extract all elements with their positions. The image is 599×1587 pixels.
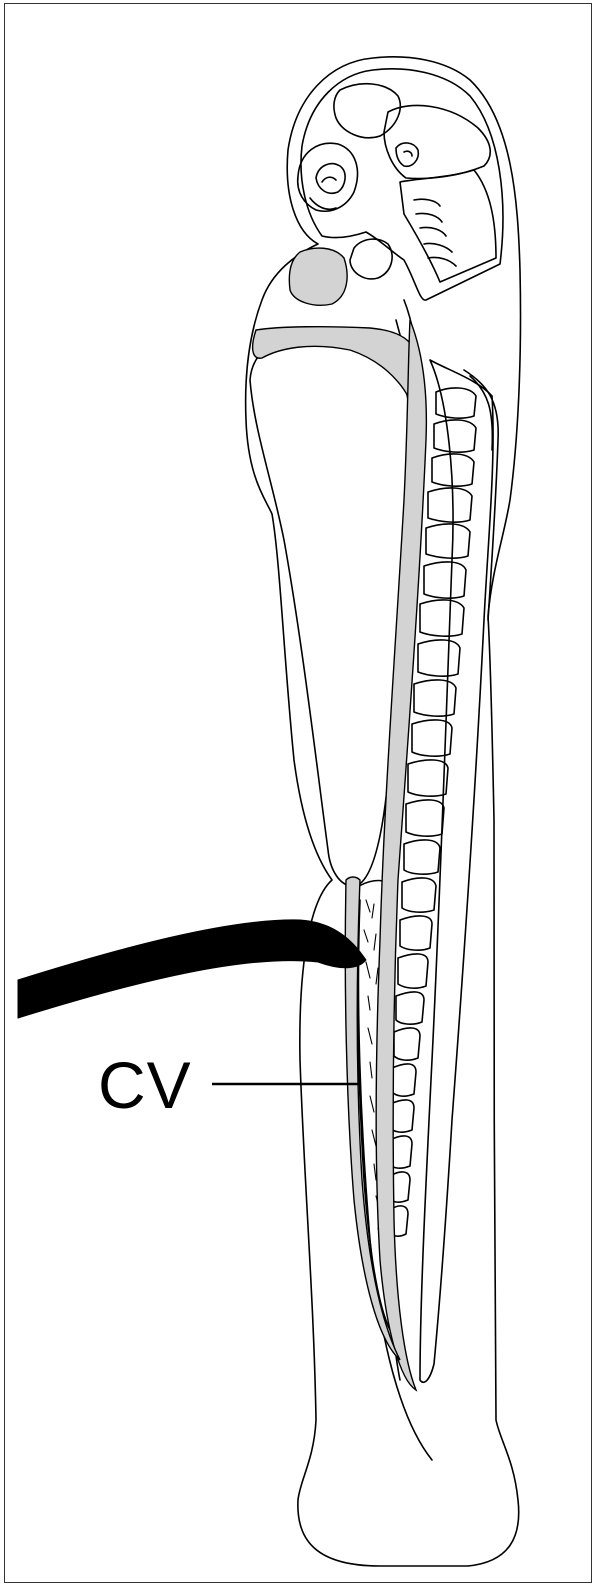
eye-lens <box>316 164 345 194</box>
needle <box>18 920 366 1018</box>
notochord-outline <box>420 360 493 1382</box>
body-outline <box>246 57 521 1566</box>
brain-lobe-2 <box>384 105 490 178</box>
shaded-tissue <box>253 248 427 1390</box>
shaded-head-left <box>289 248 347 305</box>
shaded-ventral-tissue <box>376 320 426 1390</box>
cv-label: CV <box>98 1052 192 1118</box>
brain-lobe-3 <box>400 170 496 282</box>
shaded-pericardium <box>253 327 413 400</box>
